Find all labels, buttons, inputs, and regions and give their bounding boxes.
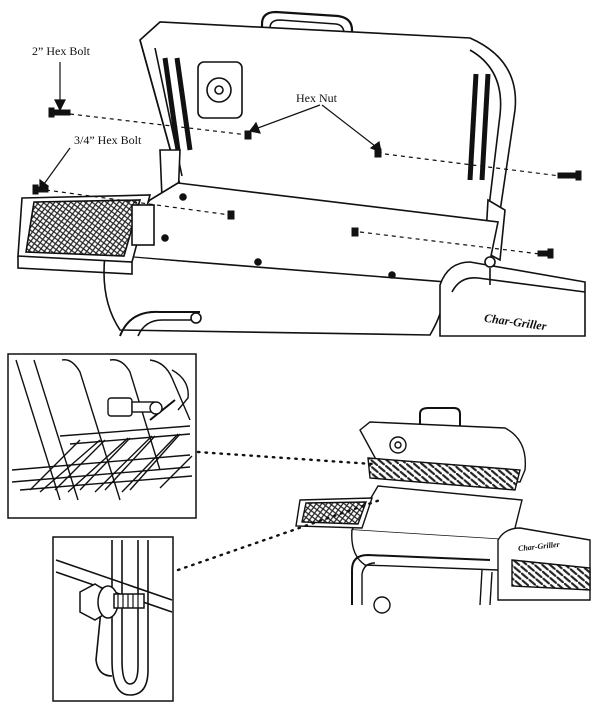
bottom-grill-view: [295, 407, 591, 614]
hex-bolt-2in-part: [48, 107, 71, 118]
side-shelf: [17, 194, 155, 275]
callout-leaders: [39, 62, 382, 191]
top-hardware: [32, 107, 582, 259]
bolt-alignment-lines: [45, 113, 561, 255]
inset-connector-lines: [176, 450, 382, 572]
hex-nut-part: [351, 227, 359, 237]
hex-nut-part: [227, 210, 235, 220]
hex-nut-part: [244, 130, 252, 140]
hex-bolt-2in-right-part: [557, 170, 582, 181]
inset-grate-bracket: [7, 353, 197, 519]
grill-legs: [119, 310, 202, 337]
top-grill-view: [17, 10, 586, 337]
label-hex-nut: Hex Nut: [296, 91, 337, 105]
grill-barrel: [103, 182, 499, 336]
inset-bolt-closeup: [52, 536, 174, 702]
label-hex-bolt-3-4in: 3/4” Hex Bolt: [74, 133, 142, 147]
hex-bolt-3-4in-right-part: [537, 248, 554, 259]
label-hex-bolt-2in: 2” Hex Bolt: [32, 44, 90, 58]
side-firebox: [439, 256, 586, 337]
